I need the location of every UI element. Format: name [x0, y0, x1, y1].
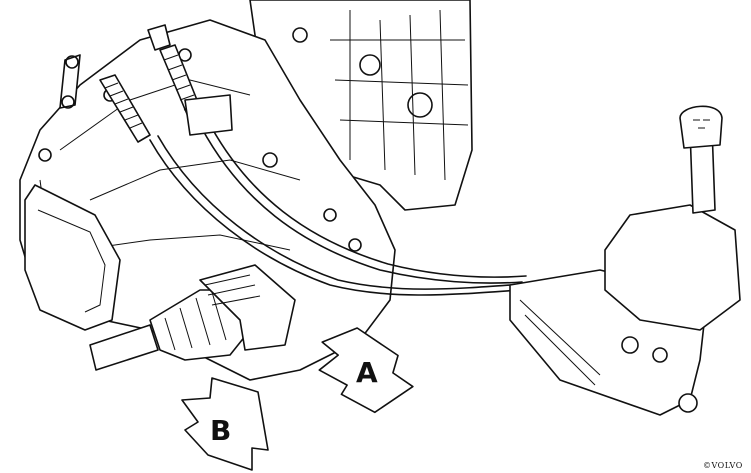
gear-lever-assembly — [509, 105, 741, 416]
gearbox-end-cover — [24, 184, 121, 331]
copyright-mark: ©VOLVO — [703, 461, 743, 470]
selector-levers — [59, 24, 171, 109]
callout-label-a: A — [356, 356, 378, 389]
callout-label-b: B — [210, 414, 231, 447]
callout-arrow-b: B — [181, 377, 269, 471]
drive-shaft — [89, 264, 296, 371]
gear-cables — [99, 44, 527, 296]
callout-arrow-a: A — [318, 327, 414, 414]
